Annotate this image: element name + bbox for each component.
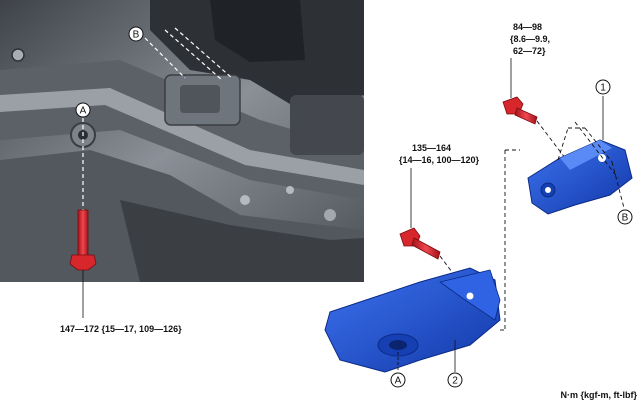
middle-bolt	[399, 227, 441, 260]
top-bolt	[502, 96, 538, 125]
middle-bolt-torque-line2: {14—16, 100—120}	[399, 155, 480, 165]
upper-bracket-dashes	[557, 121, 625, 209]
assembly-dash-frame	[500, 149, 520, 331]
top-bolt-torque-line3: 62—72}	[513, 46, 546, 56]
upper-mount-bracket	[527, 139, 633, 215]
callout-part1: 1	[595, 79, 611, 95]
units-note: N·m {kgf-m, ft-lbf}	[561, 390, 638, 400]
svg-text:A: A	[395, 376, 402, 387]
svg-text:1: 1	[600, 83, 606, 94]
callout-part2: 2	[447, 372, 463, 388]
callout-b-photo: B	[128, 26, 144, 42]
vehicle-photo	[0, 0, 364, 282]
svg-text:A: A	[80, 106, 87, 117]
svg-text:B: B	[133, 30, 140, 41]
callout-b-upper: B	[617, 209, 633, 225]
middle-bolt-torque-line1: 135—164	[412, 143, 451, 153]
callout-a-photo: A	[75, 102, 91, 118]
photo-bolt	[69, 209, 97, 271]
callout-a-lower: A	[390, 372, 406, 388]
svg-text:B: B	[622, 213, 629, 224]
svg-text:2: 2	[452, 376, 458, 387]
photo-bolt-torque: 147—172 {15—17, 109—126}	[60, 324, 182, 334]
top-bolt-torque-line2: {8.6—9.9,	[510, 34, 550, 44]
lower-mount-bracket	[324, 267, 501, 373]
top-bolt-torque-line1: 84—98	[513, 22, 542, 32]
photo-leader-b	[144, 27, 233, 81]
